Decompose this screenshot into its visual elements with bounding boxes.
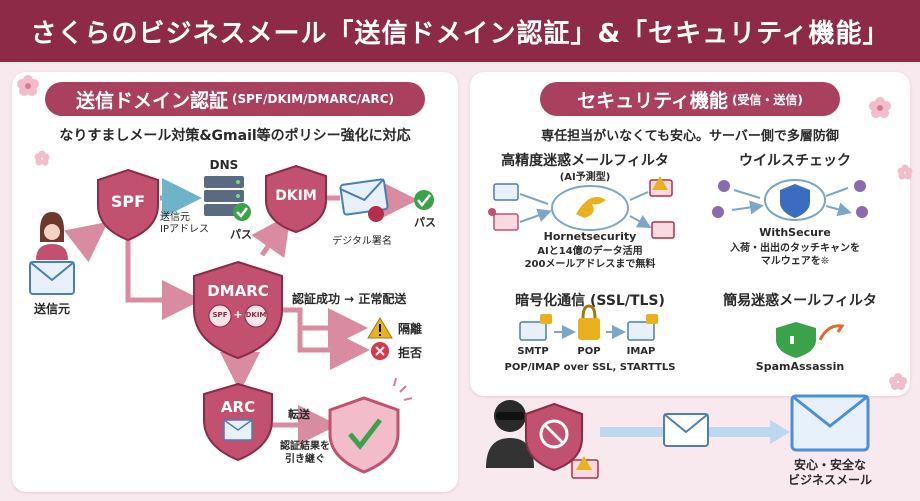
page-title: さくらのビジネスメール「送信ドメイン認証」&「セキュリティ機能」	[0, 0, 920, 62]
dkim-label: DKIM	[275, 188, 317, 204]
sender-label: 送信元	[33, 302, 71, 316]
ssl-encryption-icon	[519, 304, 658, 341]
left-subtitle-text: (SPF/DKIM/DMARC/ARC)	[232, 92, 394, 106]
sakura-decoration-icon	[17, 75, 913, 390]
quarantine-label: 隔離	[398, 322, 423, 336]
left-lead-text: なりすましメール対策&Gmail等のポリシー強化に対応	[59, 128, 411, 144]
right-section-title: セキュリティ機能 (受信・送信)	[540, 82, 840, 116]
success-label: 認証成功 → 正常配送	[292, 292, 407, 306]
virus-desc: 入荷・出出のタッチキャンを マルウェアを❊	[730, 243, 860, 267]
quarantine-warning-icon	[367, 317, 393, 339]
withsecure-label: WithSecure	[759, 226, 831, 239]
dkim-pass-icon	[414, 190, 434, 210]
smtp-label: SMTP	[517, 346, 549, 357]
dmarc-dkim-label: DKIM	[245, 311, 267, 319]
hacker-icon	[486, 400, 534, 468]
left-section-title: 送信ドメイン認証 (SPF/DKIM/DMARC/ARC)	[45, 82, 425, 116]
spamassassin-icon	[776, 322, 845, 358]
block-shield-icon	[525, 402, 583, 472]
imap-label: IMAP	[626, 346, 656, 357]
signature-label: デジタル署名	[332, 236, 392, 247]
pop-label: POP	[577, 346, 601, 357]
forward-label: 転送	[288, 408, 310, 421]
dkim-shield-icon	[265, 164, 327, 234]
ssl-title: 暗号化通信 (SSL/TLS)	[515, 293, 665, 309]
dmarc-spf-label: SPF	[212, 311, 228, 319]
dmarc-shield-icon	[193, 260, 283, 360]
ssl-desc: POP/IMAP over SSL, STARTTLS	[504, 362, 676, 373]
arc-label: ARC	[220, 398, 256, 416]
dkim-pass-label: パス	[414, 216, 436, 229]
dns-label: DNS	[209, 158, 239, 172]
spf-caption: 送信元 IPアドレス	[160, 212, 209, 235]
right-panel	[470, 72, 910, 396]
reject-label: 拒否	[398, 346, 423, 360]
safe-mail-label: 安心・安全な ビジネスメール	[787, 458, 873, 487]
safe-mail-icon	[790, 394, 870, 452]
blocked-mail-icon	[571, 456, 599, 479]
filter-title: 高精度迷惑メールフィルタ	[501, 153, 669, 169]
right-diagram	[486, 176, 870, 479]
spam-filter-cloud-icon	[488, 176, 675, 239]
arc-shield-icon	[203, 382, 273, 462]
spamassassin-label: SpamAssassin	[755, 360, 845, 373]
filter-subtitle: (AI予測型)	[559, 172, 611, 183]
inherit-label: 認証結果を 引き継ぐ	[280, 441, 330, 465]
signed-envelope-icon	[339, 178, 389, 222]
mail-in-transit-icon	[663, 413, 709, 447]
left-title-text: 送信ドメイン認証	[75, 89, 228, 112]
reject-icon	[371, 342, 389, 360]
sender-person-icon	[29, 212, 75, 295]
right-title-text: セキュリティ機能	[577, 89, 728, 112]
simple-filter-title: 簡易迷惑メールフィルタ	[723, 293, 877, 309]
spf-pass-label: パス	[230, 228, 252, 241]
verified-shield-icon	[328, 377, 413, 474]
spf-label: SPF	[110, 192, 146, 211]
right-lead-text: 専任担当がいなくても安心。サーバー側で多層防御	[541, 129, 839, 144]
dmarc-label: DMARC	[207, 282, 269, 300]
spf-shield-icon	[97, 168, 159, 242]
virus-check-icon	[712, 179, 868, 220]
filter-desc: AIと14億のデータ活用 200メールアドレスまで無料	[524, 246, 656, 270]
dns-server-icon	[204, 176, 251, 221]
left-diagram	[29, 164, 434, 474]
hornet-label: Hornetsecurity	[543, 230, 637, 243]
right-subtitle-text: (受信・送信)	[731, 92, 803, 107]
dmarc-plus-label: +	[233, 308, 243, 321]
virus-title: ウイルスチェック	[739, 153, 851, 169]
